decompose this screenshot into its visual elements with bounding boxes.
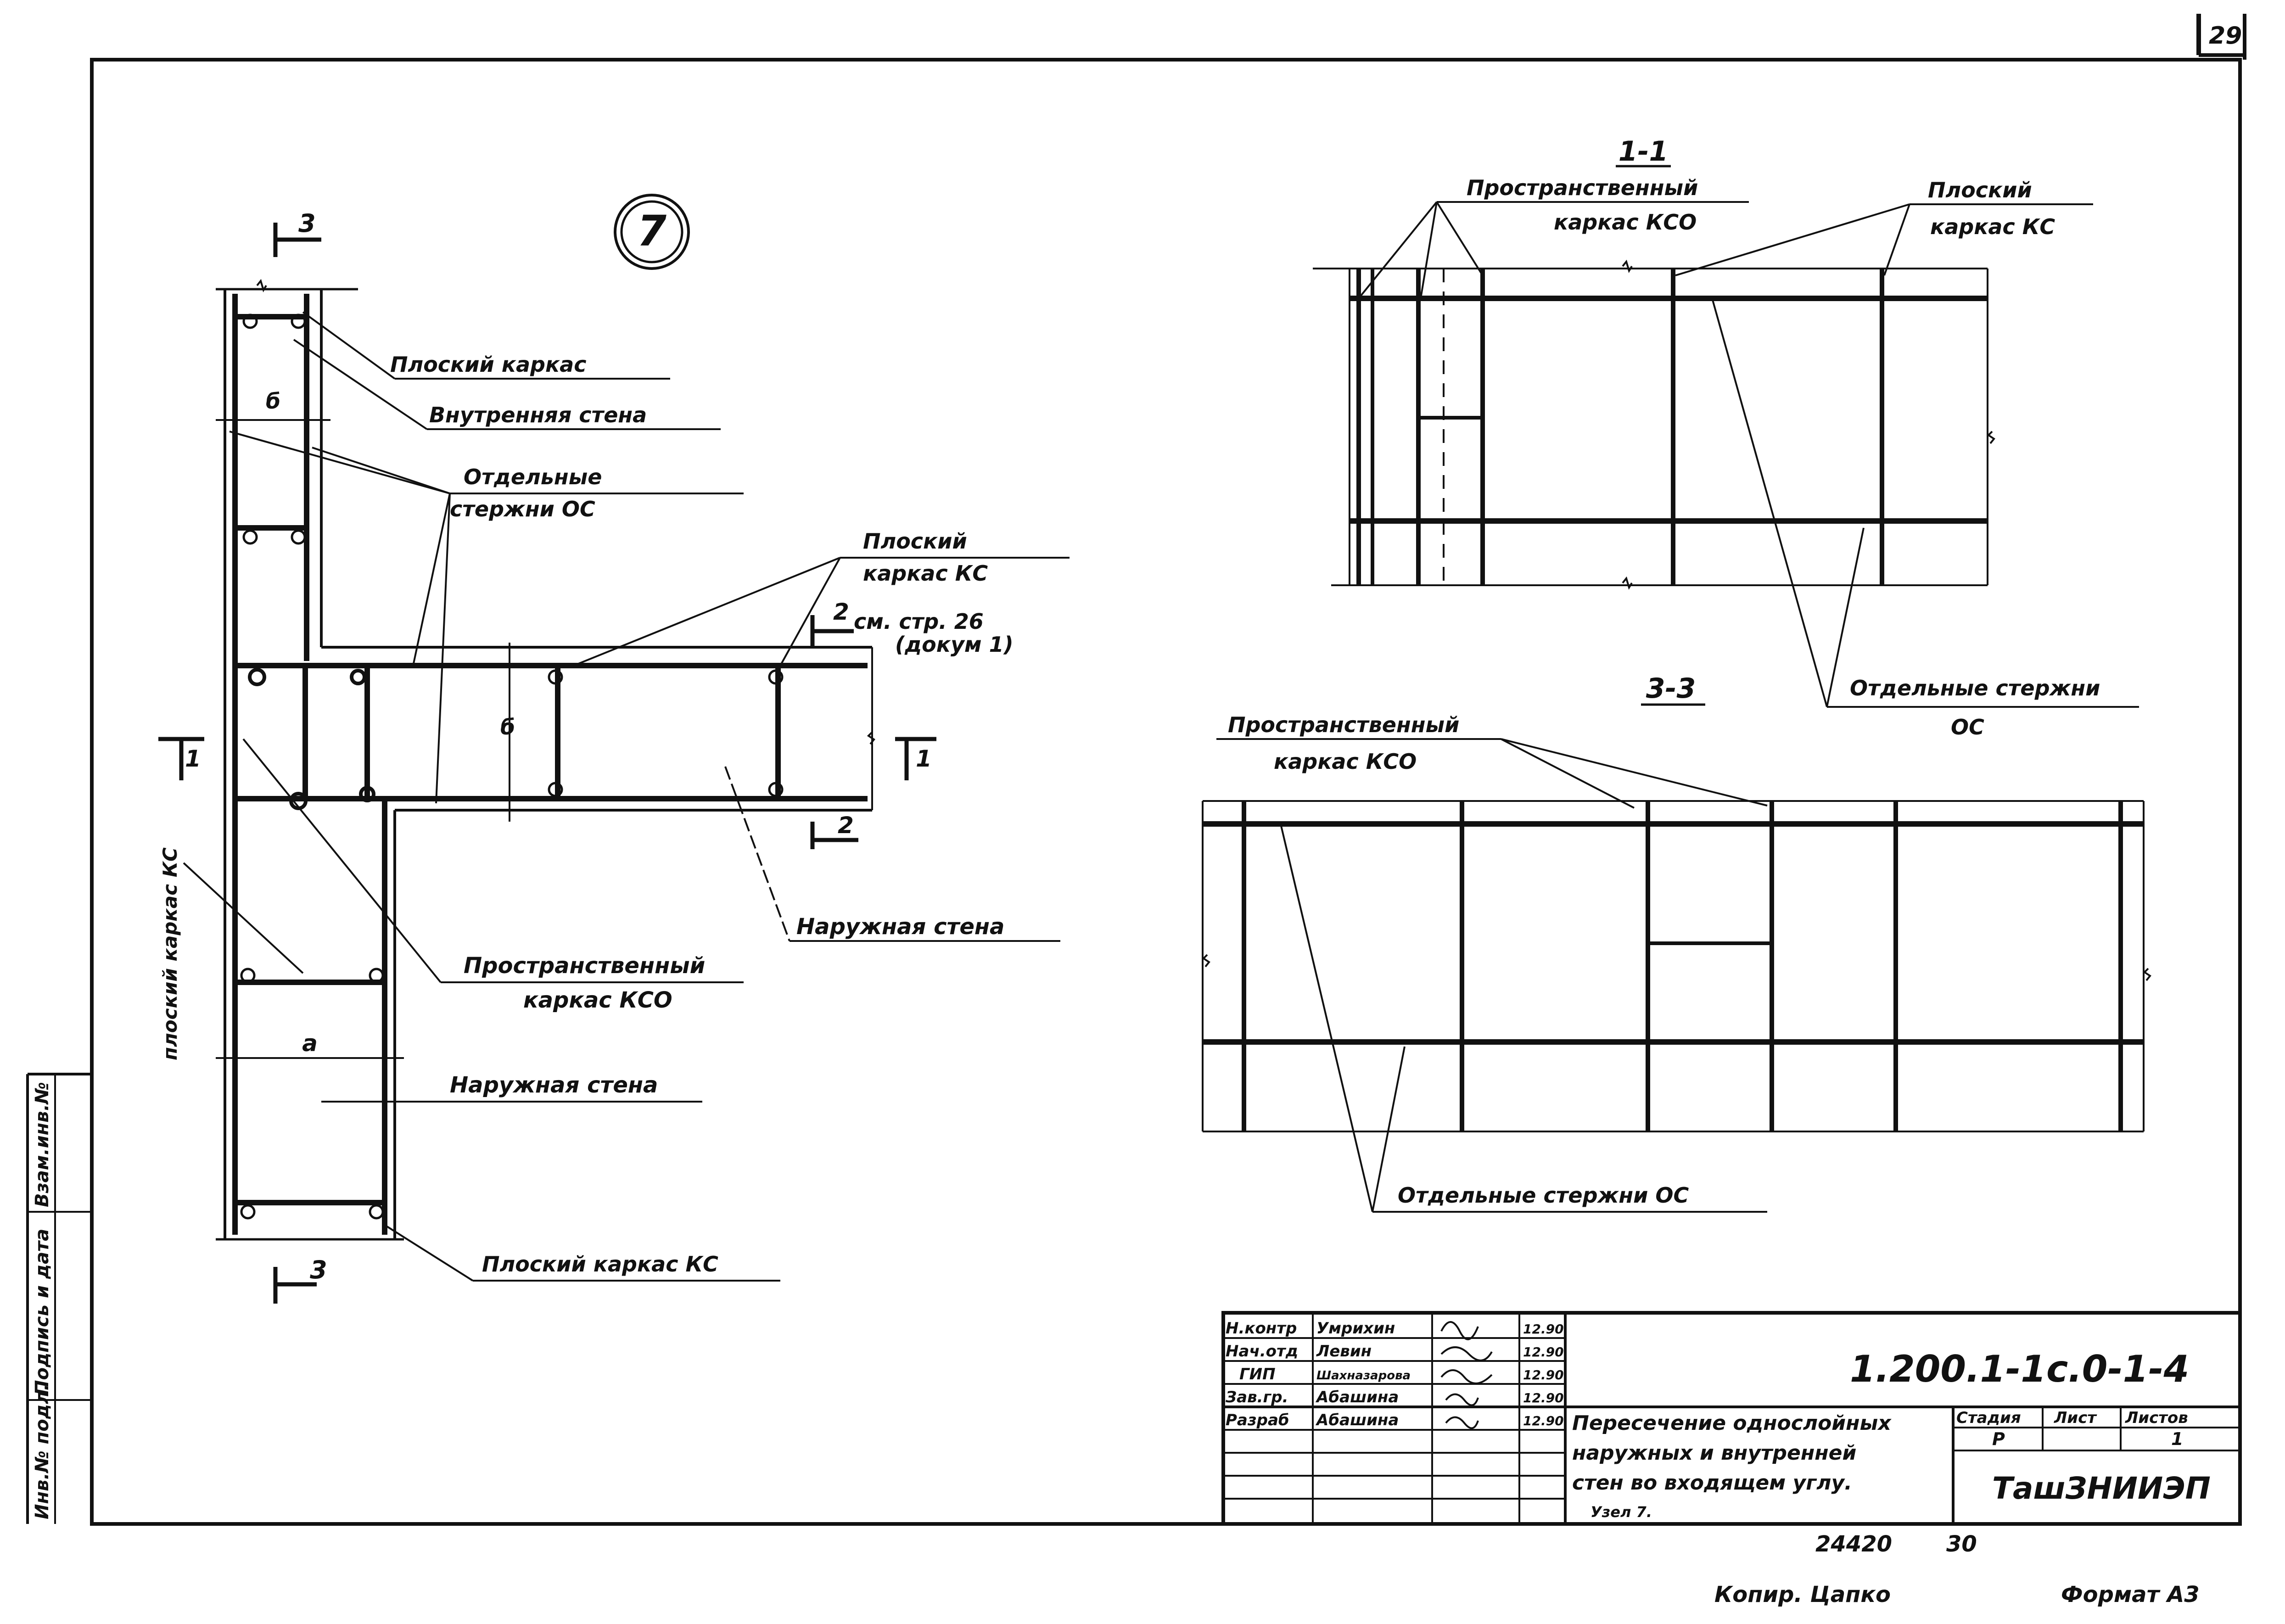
section-3-3: 3-3 Пространственный каркас КСО Отдельны… <box>1202 672 2145 1213</box>
node-circle-inner <box>620 200 683 263</box>
outer-wall-bottom-label: Наружная стена <box>450 1072 658 1098</box>
archive-no: 24420 <box>1815 1531 1892 1557</box>
spatial-frame-label-1: Пространственный <box>464 953 705 979</box>
tb-row-4: Разраб Абашина 12.90 <box>1226 1411 1564 1429</box>
svg-text:12.90: 12.90 <box>1523 1413 1564 1428</box>
copied-by: Копир. Цапко <box>1714 1582 1891 1607</box>
flat-frame-ks-bottom-label: Плоский каркас КС <box>482 1252 718 1277</box>
svg-text:Н.контр: Н.контр <box>1226 1319 1297 1338</box>
tb-stage: Р <box>1992 1429 2005 1449</box>
s33-rods-label: Отдельные стержни ОС <box>1398 1183 1689 1208</box>
archive-sub: 30 <box>1946 1531 1977 1557</box>
break-marks <box>256 259 2151 981</box>
tb-sheet-head: Лист <box>2054 1409 2097 1427</box>
cut-1-right-label: 1 <box>916 745 932 772</box>
separate-rods-label-1: Отдельные <box>464 465 602 489</box>
s11-spatial-label-1: Пространственный <box>1467 175 1698 200</box>
inner-wall-label: Внутренняя стена <box>429 403 647 427</box>
inv-podl-label: Инв.№ подл. <box>32 1383 53 1519</box>
spatial-frame-label-2: каркас КСО <box>523 987 672 1013</box>
title-block: Н.контр Умрихин 12.90 Нач.отд Левин 12.9… <box>1221 1311 2242 1526</box>
flat-frame-ks-label-1: Плоский <box>863 529 967 554</box>
dim-b-label: б <box>266 389 280 414</box>
tb-row-1: Нач.отд Левин 12.90 <box>1226 1342 1564 1361</box>
svg-text:12.90: 12.90 <box>1523 1344 1564 1360</box>
cut-1-left-label: 1 <box>185 745 201 772</box>
cut-3-bottom-label: 3 <box>310 1255 327 1284</box>
section-3-3-title: 3-3 <box>1646 672 1696 705</box>
side-stamp: Инв.№ подл. Подпись и дата Взам.инв.№ <box>26 1073 92 1524</box>
svg-text:Зав.гр.: Зав.гр. <box>1225 1388 1288 1406</box>
svg-text:12.90: 12.90 <box>1523 1390 1564 1406</box>
tb-row-2: ГИП Шахназарова 12.90 <box>1239 1365 1564 1383</box>
footer: 24420 30 Копир. Цапко Формат А3 <box>1714 1531 2200 1607</box>
page-number-box: 29 <box>2196 14 2246 60</box>
ref-page-label: см. стр. 26 <box>854 609 984 634</box>
doc-code: 1.200.1-1с.0-1-4 <box>1850 1348 2189 1390</box>
tb-sheets-head: Листов <box>2125 1409 2188 1427</box>
svg-text:Умрихин: Умрихин <box>1316 1319 1395 1338</box>
vzam-inv-label: Взам.инв.№ <box>32 1082 53 1207</box>
dim-b-vertical-label: б <box>500 715 515 739</box>
cut-3-top-label: 3 <box>298 209 316 238</box>
s11-flat-label-2: каркас КС <box>1930 214 2055 239</box>
outer-wall-right-label: Наружная стена <box>796 914 1004 940</box>
tb-title-4: Узел 7. <box>1591 1503 1652 1521</box>
s33-spatial-label-2: каркас КСО <box>1274 749 1417 774</box>
s11-spatial-label-2: каркас КСО <box>1554 210 1697 235</box>
tb-title-2: наружных и внутренней <box>1572 1441 1856 1465</box>
cut-2-top-label: 2 <box>833 599 849 625</box>
tb-title-1: Пересечение однослойных <box>1572 1411 1892 1435</box>
svg-text:ГИП: ГИП <box>1239 1365 1276 1383</box>
tb-row-0: Н.контр Умрихин 12.90 <box>1226 1319 1564 1338</box>
svg-text:Левин: Левин <box>1316 1342 1372 1361</box>
flat-frame-ks-vertical-label: плоский каркас КС <box>159 847 181 1060</box>
format-label: Формат А3 <box>2061 1582 2200 1607</box>
page-number: 29 <box>2209 22 2242 50</box>
tb-org: ТашЗНИИЭП <box>1992 1471 2211 1506</box>
s11-rods-label-1: Отдельные стержни <box>1850 676 2100 700</box>
flat-frame-label: Плоский каркас <box>390 352 586 377</box>
tb-row-3: Зав.гр. Абашина 12.90 <box>1225 1388 1564 1406</box>
s33-spatial-label-1: Пространственный <box>1228 712 1459 737</box>
s11-rods-label-2: ОС <box>1951 715 1984 739</box>
dim-a-label: а <box>302 1030 318 1057</box>
section-1-1-title: 1-1 <box>1619 135 1668 168</box>
svg-text:Шахназарова: Шахназарова <box>1316 1369 1411 1383</box>
separate-rods-label-2: стержни ОС <box>450 497 595 521</box>
node-number: 7 <box>637 207 666 256</box>
svg-text:Нач.отд: Нач.отд <box>1226 1342 1298 1361</box>
svg-text:12.90: 12.90 <box>1523 1367 1564 1383</box>
sheet-frame <box>90 58 2242 1526</box>
svg-text:Абашина: Абашина <box>1315 1411 1399 1429</box>
svg-text:12.90: 12.90 <box>1523 1322 1564 1337</box>
sign-date-label: Подпись и дата <box>32 1229 53 1395</box>
tb-sheets: 1 <box>2171 1429 2183 1449</box>
ref-doc-label: (докум 1) <box>895 632 1014 657</box>
svg-text:Абашина: Абашина <box>1315 1388 1399 1406</box>
svg-text:Разраб: Разраб <box>1226 1411 1289 1429</box>
cut-2-bottom-label: 2 <box>838 812 854 839</box>
s11-flat-label-1: Плоский <box>1928 178 2032 202</box>
tb-title-3: стен во входящем углу. <box>1572 1471 1852 1495</box>
tb-stage-head: Стадия <box>1956 1409 2021 1427</box>
node-circle-outer <box>614 194 690 270</box>
plan-view: 7 3 3 1 1 2 2 <box>158 194 1070 1304</box>
section-1-1: 1-1 Пространственный каркас КСО Плоский … <box>1313 135 2139 739</box>
flat-frame-ks-label-2: каркас КС <box>863 561 988 586</box>
